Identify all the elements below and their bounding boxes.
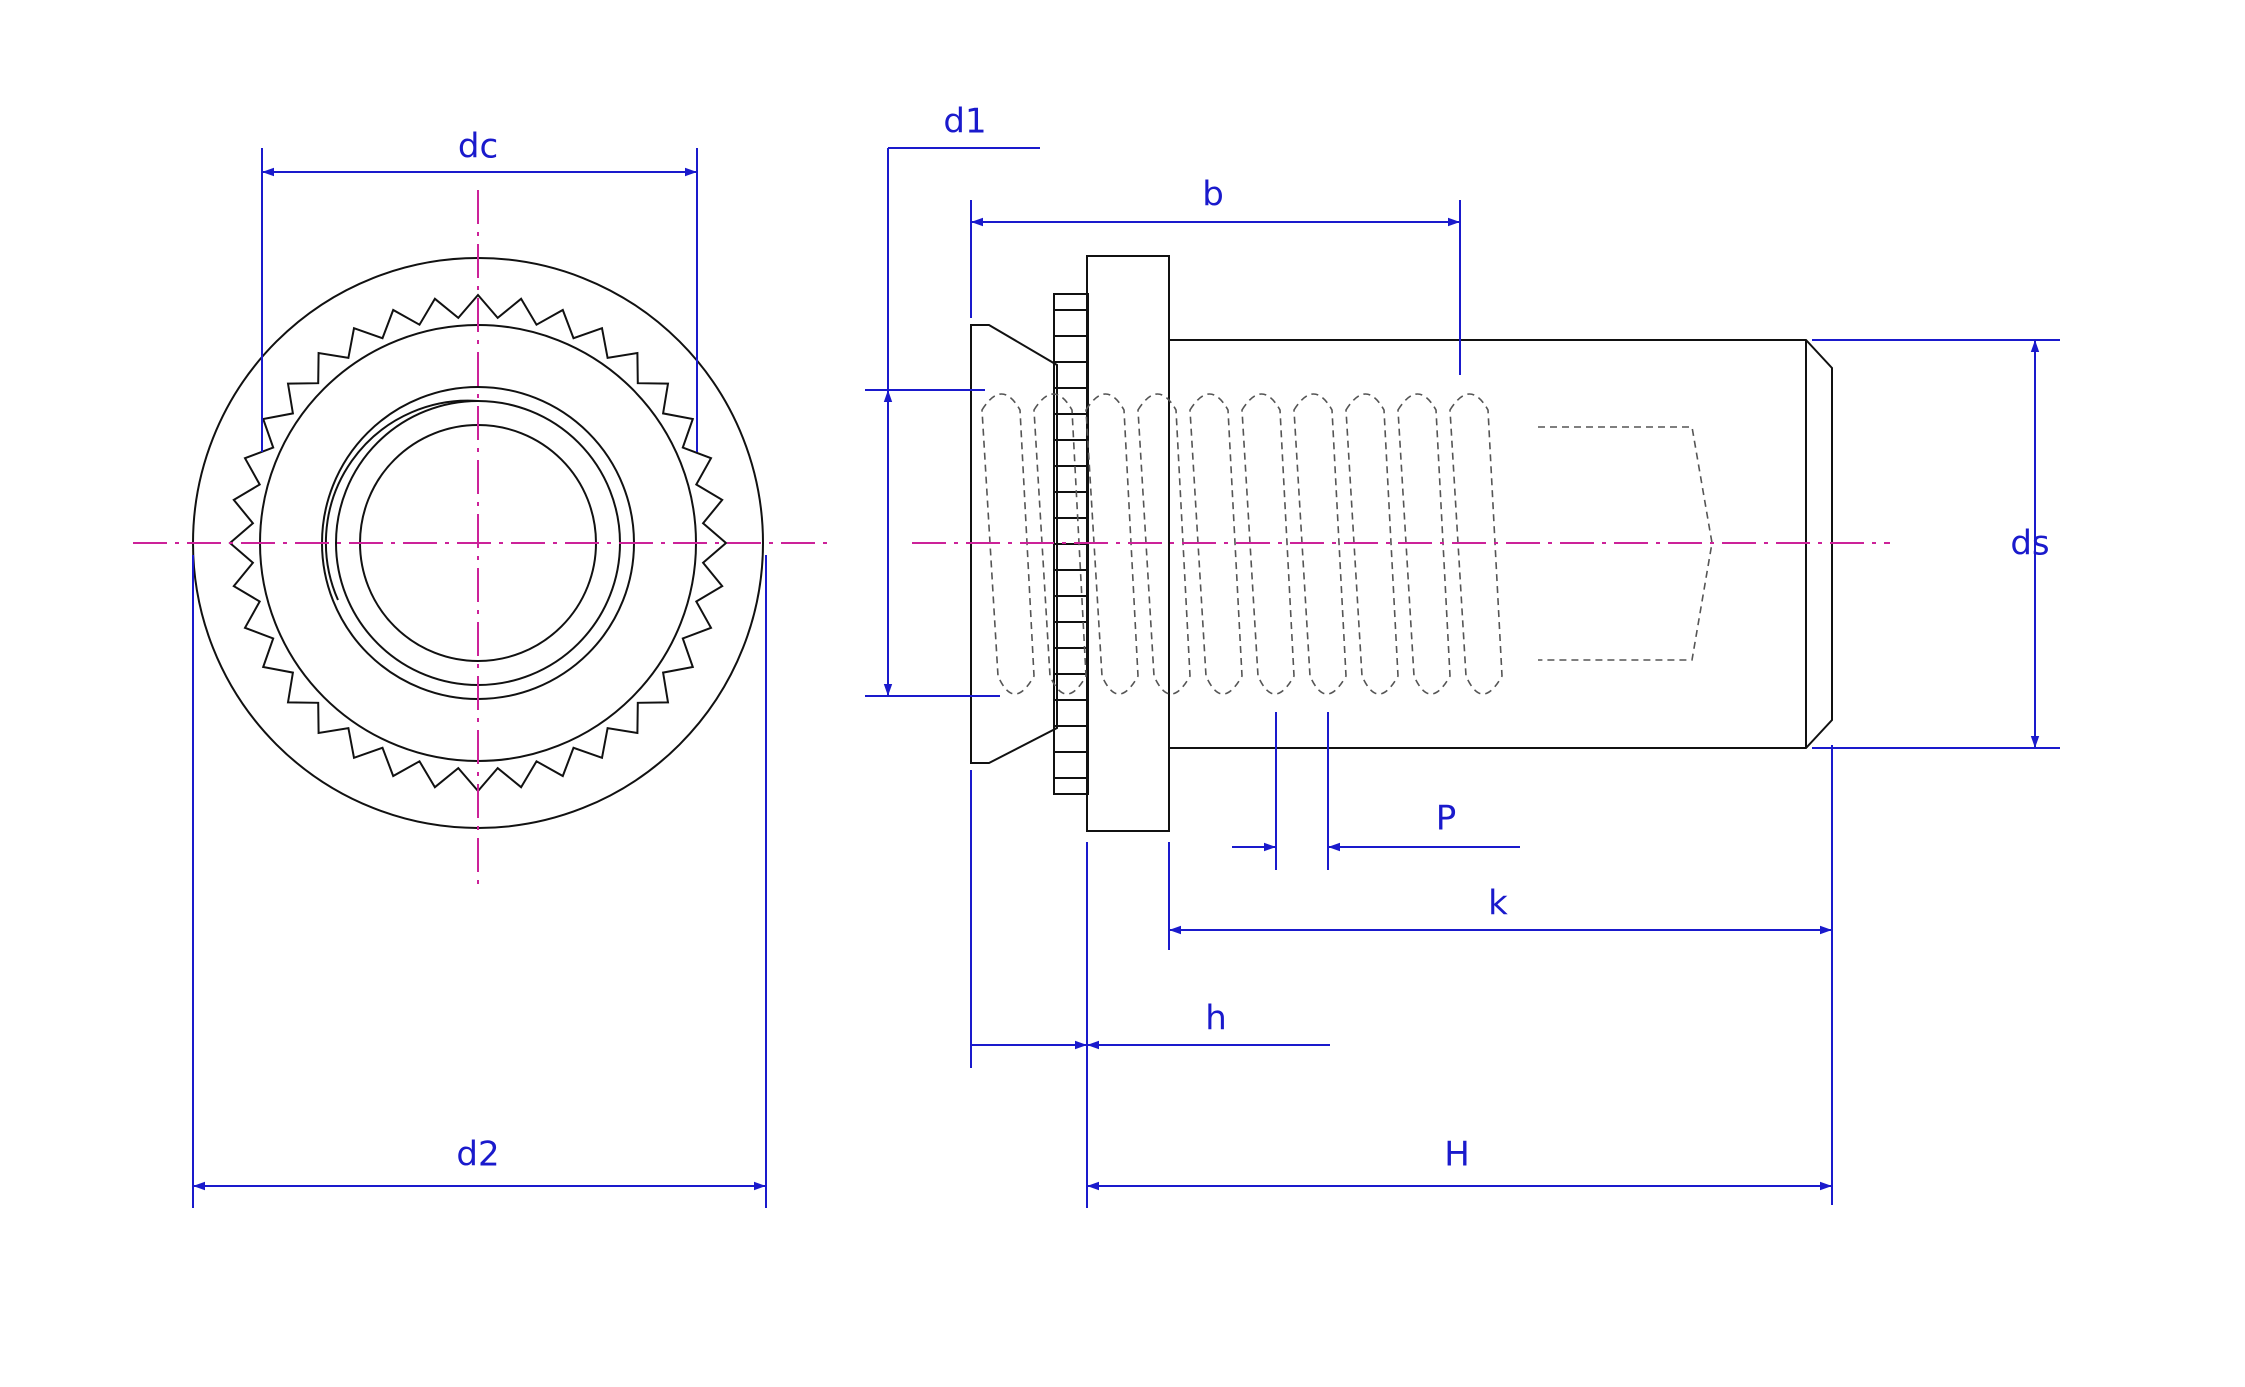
thread-crest	[1033, 393, 1087, 695]
label-k: k	[1488, 884, 1508, 924]
dimension-d2: d2	[192, 555, 767, 1208]
thread-crest	[1137, 393, 1191, 695]
dimension-H: H	[1087, 1135, 1832, 1191]
collar-serrations	[1054, 309, 1088, 779]
dimension-ds: ds	[1812, 339, 2060, 749]
end-view	[133, 190, 830, 890]
thread-crest	[1085, 393, 1139, 695]
label-P: P	[1436, 799, 1457, 839]
thread-start-curve	[324, 399, 479, 601]
dimension-k: k	[1168, 745, 1833, 1205]
dimension-b: b	[970, 175, 1461, 375]
thread-crest	[1397, 393, 1451, 695]
label-ds: ds	[2010, 524, 2049, 564]
hidden-thread	[981, 393, 1503, 695]
thread-crest	[1241, 393, 1295, 695]
side-view	[912, 255, 1890, 832]
dimension-P: P	[1232, 712, 1520, 870]
thread-crest	[1189, 393, 1243, 695]
hidden-bore	[1538, 426, 1713, 661]
label-h: h	[1205, 999, 1227, 1039]
label-b: b	[1202, 175, 1224, 215]
dimension-d1: d1	[865, 102, 1040, 697]
thread-crest	[981, 393, 1035, 695]
thread-crest	[1293, 393, 1347, 695]
thread-crest	[1449, 393, 1503, 695]
label-d2: d2	[456, 1135, 499, 1175]
flange	[970, 324, 1058, 764]
dimension-dc: dc	[261, 127, 698, 452]
label-H: H	[1444, 1135, 1470, 1175]
thread-crest	[1345, 393, 1399, 695]
label-d1: d1	[943, 102, 986, 142]
label-dc: dc	[458, 127, 498, 167]
dimension-h: h	[970, 770, 1330, 1208]
